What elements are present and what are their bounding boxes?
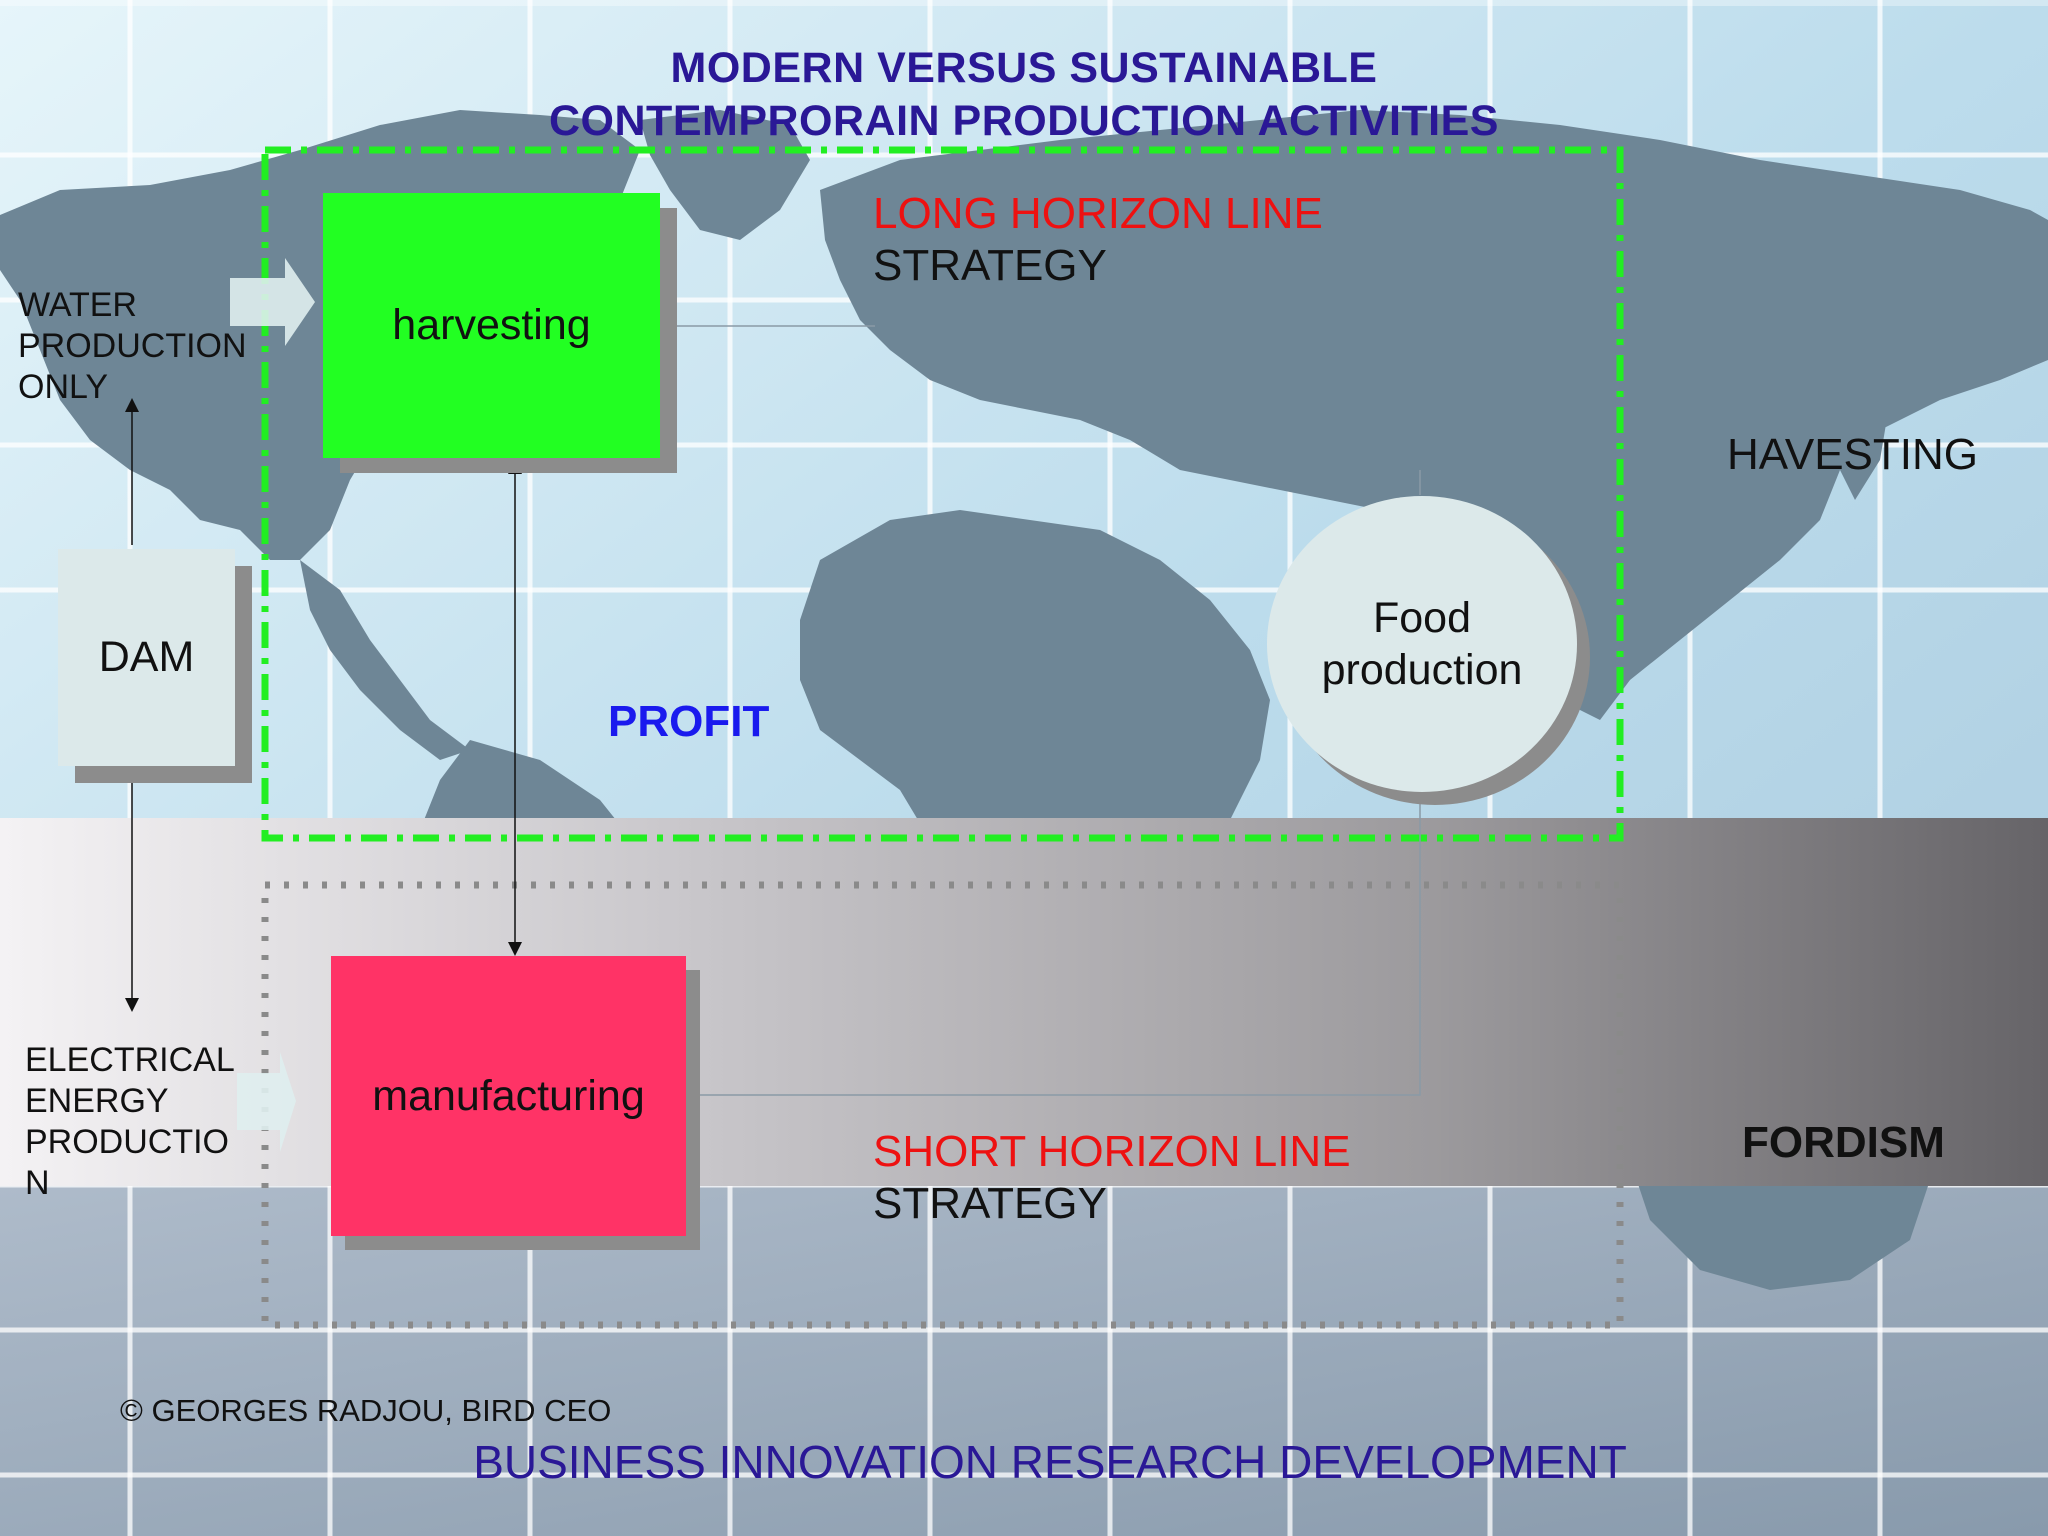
water-label-line-3: ONLY [18, 368, 109, 406]
long-horizon-label: LONG HORIZON LINE STRATEGY [873, 188, 1323, 292]
profit-label: PROFIT [608, 697, 770, 746]
water-label-line-2: PRODUCTION [18, 327, 247, 365]
long-horizon-line-text: LONG HORIZON LINE [873, 189, 1323, 238]
manufacturing-node: manufacturing [331, 956, 686, 1236]
organization-name: BUSINESS INNOVATION RESEARCH DEVELOPMENT [473, 1436, 1627, 1488]
short-horizon-strategy-text: STRATEGY [873, 1179, 1107, 1228]
electrical-label-line-3: PRODUCTIO [25, 1123, 229, 1161]
food-production-node: Food production [1267, 496, 1577, 792]
dam-label: DAM [98, 633, 195, 681]
short-horizon-line-text: SHORT HORIZON LINE [873, 1127, 1351, 1176]
harvesting-label: harvesting [392, 301, 591, 349]
fordism-label: FORDISM [1742, 1118, 1945, 1167]
manufacturing-label: manufacturing [372, 1071, 645, 1120]
copyright-text: © GEORGES RADJOU, BIRD CEO [120, 1393, 612, 1428]
food-production-label-line-1: Food [1372, 594, 1471, 642]
electrical-energy-label: ELECTRICAL ENERGY PRODUCTIO N [25, 1040, 235, 1204]
electrical-label-line-2: ENERGY [25, 1082, 169, 1120]
diagram-title-line-2: CONTEMPRORAIN PRODUCTION ACTIVITIES [549, 97, 1499, 145]
water-production-label: WATER PRODUCTION ONLY [18, 285, 247, 408]
havesting-label: HAVESTING [1727, 430, 1979, 479]
water-label-line-1: WATER [18, 286, 137, 324]
electrical-label-line-4: N [25, 1164, 50, 1202]
long-horizon-strategy-text: STRATEGY [873, 241, 1107, 290]
dam-node: DAM [58, 549, 235, 766]
harvesting-node: harvesting [323, 193, 660, 458]
diagram-title-line-1: MODERN VERSUS SUSTAINABLE [670, 44, 1378, 92]
short-horizon-label: SHORT HORIZON LINE STRATEGY [873, 1126, 1351, 1230]
electrical-label-line-1: ELECTRICAL [25, 1041, 235, 1079]
food-production-label-line-2: production [1321, 646, 1523, 694]
